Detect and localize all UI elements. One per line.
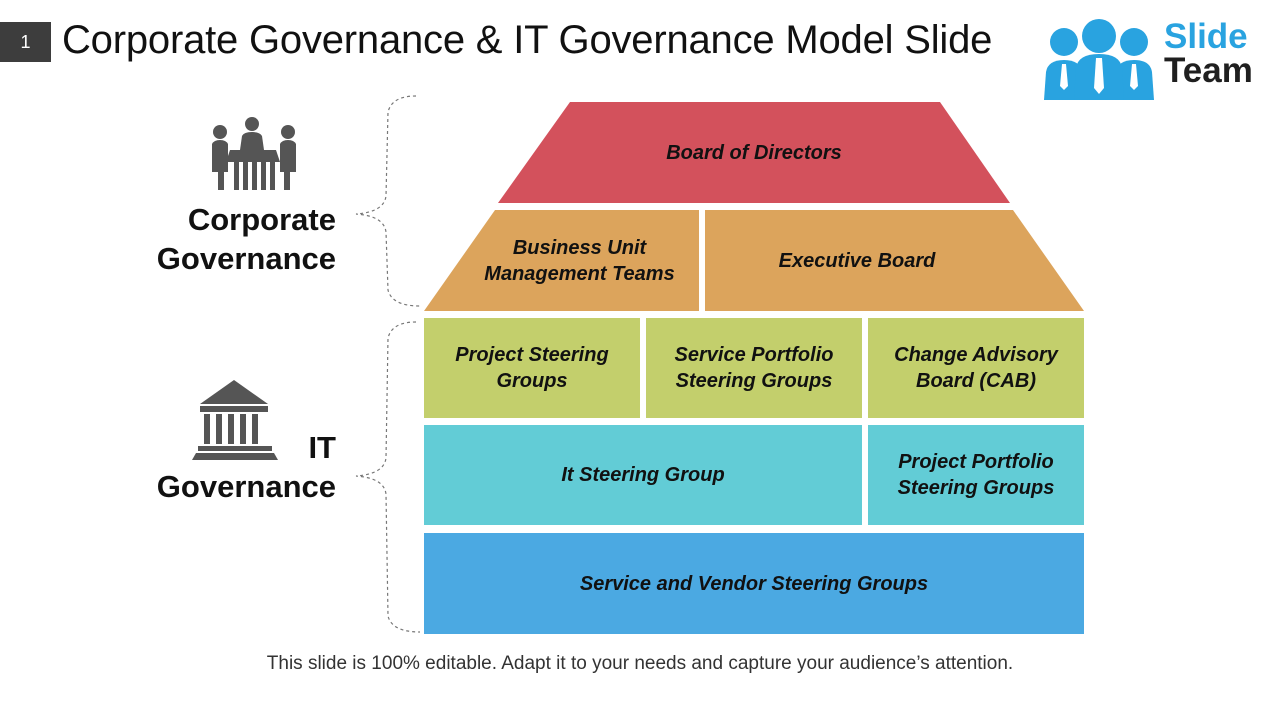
board-of-directors-shape bbox=[498, 102, 1010, 203]
project-steering-shape bbox=[424, 318, 640, 418]
service-portfolio-line2: Steering Groups bbox=[675, 370, 833, 392]
business-unit-line1: Business Unit bbox=[512, 236, 647, 259]
business-unit-line2: Management Teams bbox=[484, 262, 675, 285]
board-of-directors-label: Board of Directors bbox=[498, 102, 1010, 203]
it-label-line1: IT bbox=[308, 430, 336, 465]
it-governance-label: IT Governance bbox=[140, 428, 336, 506]
service-vendor-text: Service and Vendor Steering Groups bbox=[579, 572, 929, 595]
board-of-directors-text: Board of Directors bbox=[666, 141, 842, 164]
change-advisory-shape bbox=[868, 318, 1084, 418]
service-vendor-shape bbox=[424, 533, 1084, 634]
it-steering-shape bbox=[424, 425, 862, 525]
change-advisory-line2: Board (CAB) bbox=[916, 370, 1036, 392]
logo-word-team: Team bbox=[1164, 51, 1253, 90]
it-label-line2: Governance bbox=[156, 469, 336, 504]
brand-logo: Slide Team bbox=[1164, 17, 1253, 90]
service-vendor-label: Service and Vendor Steering Groups bbox=[424, 533, 1084, 634]
logo-word-slide: Slide bbox=[1164, 17, 1248, 56]
project-steering-label: Project Steering Groups bbox=[424, 318, 640, 418]
business-unit-label: Business Unit Management Teams bbox=[460, 210, 699, 311]
project-portfolio-line2: Steering Groups bbox=[897, 477, 1055, 499]
executive-board-shape bbox=[705, 210, 1084, 311]
corporate-governance-label: Corporate Governance bbox=[140, 200, 336, 278]
courthouse-gavel-icon bbox=[192, 380, 278, 460]
project-portfolio-line1: Project Portfolio bbox=[898, 451, 1054, 473]
it-steering-label: It Steering Group bbox=[424, 425, 862, 525]
corporate-label-line2: Governance bbox=[156, 241, 336, 276]
corporate-brace bbox=[355, 95, 421, 307]
project-portfolio-label: Project Portfolio Steering Groups bbox=[868, 425, 1084, 525]
team-people-icon bbox=[1044, 19, 1154, 100]
project-portfolio-shape bbox=[868, 425, 1084, 525]
corporate-label-line1: Corporate bbox=[187, 202, 336, 237]
footer-note: This slide is 100% editable. Adapt it to… bbox=[266, 653, 1014, 674]
service-portfolio-shape bbox=[646, 318, 862, 418]
it-brace bbox=[355, 321, 421, 633]
project-steering-line1: Project Steering bbox=[455, 344, 609, 366]
executive-board-label: Executive Board bbox=[705, 210, 1009, 311]
slide-number: 1 bbox=[0, 22, 51, 62]
project-steering-line2: Groups bbox=[496, 370, 568, 392]
service-portfolio-label: Service Portfolio Steering Groups bbox=[646, 318, 862, 418]
change-advisory-label: Change Advisory Board (CAB) bbox=[868, 318, 1084, 418]
service-portfolio-line1: Service Portfolio bbox=[674, 344, 834, 366]
page-title: Corporate Governance & IT Governance Mod… bbox=[62, 18, 993, 62]
executive-board-text: Executive Board bbox=[778, 249, 936, 272]
boardroom-meeting-icon bbox=[212, 117, 296, 190]
it-steering-text: It Steering Group bbox=[561, 464, 725, 486]
change-advisory-line1: Change Advisory bbox=[894, 344, 1058, 366]
business-unit-shape bbox=[424, 210, 699, 311]
